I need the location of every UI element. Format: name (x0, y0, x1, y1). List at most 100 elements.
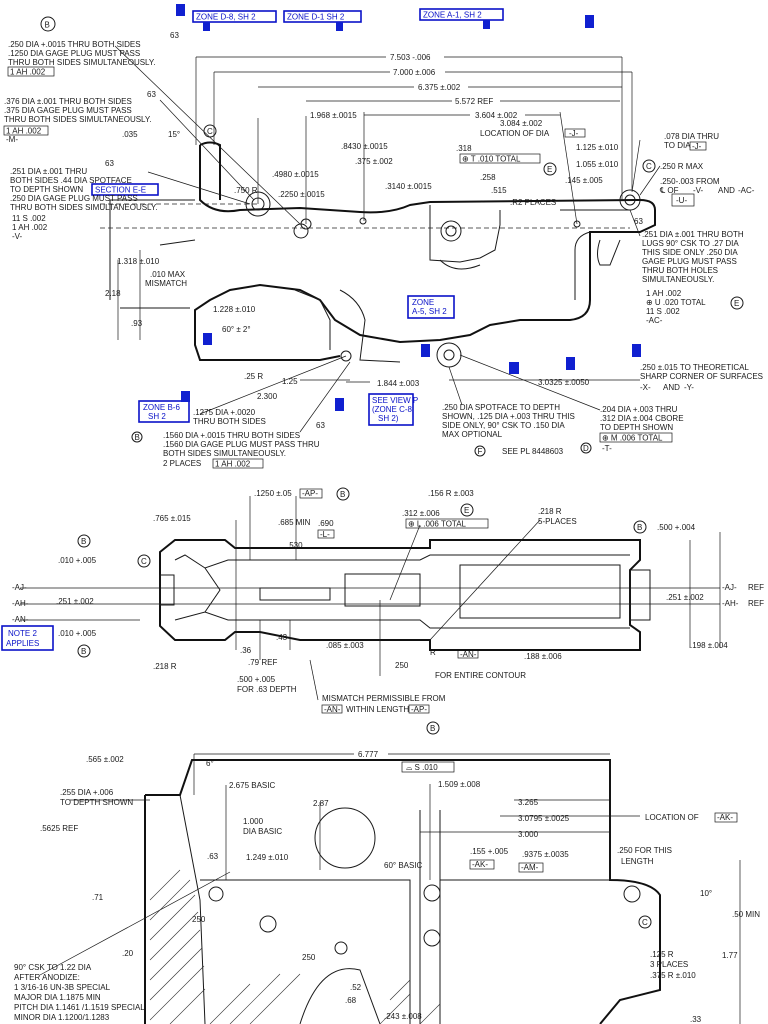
finish-63-c: 63 (105, 159, 114, 168)
section-ee-callout[interactable] (91, 183, 159, 196)
dim-085: .085 ±.003 (326, 641, 364, 650)
zone-callout-a1-label: ZONE A-1, SH 2 (423, 11, 482, 20)
datum-u: -U- (676, 196, 687, 205)
note-376-ref1: 1 AH .002 (6, 127, 42, 136)
datum-an-left: -AN- (12, 615, 29, 624)
dim-6375: 6.375 ±.002 (418, 83, 461, 92)
dim-5572: 5.572 REF (455, 97, 493, 106)
dim-9375: .9375 ±.0035 (522, 850, 569, 859)
note-2511-ref2: ⊕ U .020 TOTAL (646, 298, 706, 307)
note-2-callout[interactable] (1, 625, 54, 651)
datum-x: -X- (640, 383, 651, 392)
note-2511-6: SIMULTANEOUSLY. (642, 275, 714, 284)
note-204-ref1: ⊕ M .006 TOTAL (602, 434, 663, 443)
dim-156r: .156 R ±.003 (428, 489, 474, 498)
note-thread-5: PITCH DIA 1.1461 /1.1519 SPECIAL (14, 1003, 145, 1012)
callout-marker (566, 357, 575, 370)
part-outline-section (39, 754, 741, 1024)
dim-1228: 1.228 ±.010 (213, 305, 256, 314)
see-view-line1: SEE VIEW P (372, 396, 418, 405)
note-thread-2: AFTER ANODIZE: (14, 973, 80, 982)
dim-79ref: .79 REF (248, 658, 277, 667)
circle-letter: E (547, 165, 552, 174)
dim-1125: 1.125 ±.010 (576, 143, 619, 152)
note-1560-4: 2 PLACES (163, 459, 201, 468)
zone-callout-d8[interactable] (192, 10, 277, 23)
note-204-1: .204 DIA +.003 THRU (600, 405, 678, 414)
note-078-1: .078 DIA THRU (664, 132, 719, 141)
zone-a5-line1: ZONE (412, 298, 434, 307)
datum-aj-left: -AJ- (12, 583, 27, 592)
note-078-2: TO DIA (664, 141, 691, 150)
dim-312: .312 ±.006 (402, 509, 440, 518)
dim-43: .43 (276, 633, 288, 642)
dim-258: .258 (480, 173, 496, 182)
datum-j: -J- (569, 129, 579, 138)
dim-8430: .8430 ±.0015 (341, 142, 388, 151)
note-250015-3: AND (663, 383, 680, 392)
finish-250-a: 250 (192, 915, 206, 924)
note-thread-3: 1 3/16-16 UN-3B SPECIAL (14, 983, 111, 992)
note-251-ref3: -V- (12, 232, 23, 241)
note-2511-1: .251 DIA ±.001 THRU BOTH (642, 230, 744, 239)
note-251-ref2: 1 AH .002 (12, 223, 48, 232)
zone-callout-b6[interactable] (138, 400, 190, 423)
note-mismatch1: .010 MAX (150, 270, 186, 279)
dim-60basic: 60° BASIC (384, 861, 423, 870)
callout-marker-e (176, 4, 185, 16)
dim-63depth: FOR .63 DEPTH (237, 685, 297, 694)
circle-letter: B (340, 490, 345, 499)
dim-218r: .218 R (538, 507, 562, 516)
callout-marker (181, 391, 190, 402)
datum-ak-2: -AK- (472, 860, 488, 869)
dim-155: .155 +.005 (470, 847, 509, 856)
note-2501-3: SIDE ONLY, 90° CSK TO .150 DIA (442, 421, 565, 430)
finish-63-e: 63 (634, 217, 643, 226)
zone-b6-line2: SH 2 (148, 412, 166, 421)
note-251-line1: .251 DIA ±.001 THRU (10, 167, 87, 176)
dim-3084: 3.084 ±.002 (500, 119, 543, 128)
note-2-line1: NOTE 2 (8, 629, 37, 638)
note-250-003-1: .250-.003 FROM (660, 177, 720, 186)
datum-ac: -AC- (738, 186, 755, 195)
dim-218: 2.18 (105, 289, 121, 298)
zone-callout-d8-label: ZONE D-8, SH 2 (196, 13, 256, 22)
circle-letter: C (207, 127, 213, 136)
fcf-l-006: ⊕ L .006 TOTAL (408, 520, 467, 529)
part-outline-side (20, 496, 721, 701)
note-mismatch2: MISMATCH (145, 279, 187, 288)
zone-callout-a1[interactable] (419, 8, 504, 21)
note-376-line2: .375 DIA GAGE PLUG MUST PASS (4, 106, 132, 115)
see-view-p-callout[interactable] (368, 393, 414, 426)
dim-71: .71 (92, 893, 104, 902)
dim-1318: 1.318 ±.010 (117, 257, 160, 266)
finish-250: 250 (395, 661, 409, 670)
note-1560-3: BOTH SIDES SIMULTANEOUSLY. (163, 449, 286, 458)
dim-20: .20 (122, 949, 134, 958)
note-250-len-1: .250 FOR THIS (617, 846, 672, 855)
circle-letter: B (135, 433, 140, 442)
dim-6deg: 6° (206, 759, 214, 768)
zone-callout-a5[interactable] (407, 295, 455, 319)
circle-letter: B (430, 724, 435, 733)
dim-515: .515 (491, 186, 507, 195)
note-r2places: .R2 PLACES (510, 198, 556, 207)
dim-125r-1: .125 R (650, 950, 674, 959)
dim-2300: 2.300 (257, 392, 278, 401)
circle-letter: D (583, 444, 589, 453)
note-mismatch-1: MISMATCH PERMISSIBLE FROM (322, 694, 446, 703)
view-2-side: B .1250 ±.05 -AP- .156 R ±.003 .312 ±.00… (1, 487, 764, 735)
dim-765: .765 ±.015 (153, 514, 191, 523)
zone-callout-d1[interactable] (283, 10, 362, 23)
section-ee-label: SECTION E-E (95, 186, 146, 195)
dim-1055: 1.055 ±.010 (576, 160, 619, 169)
view-3-section: .565 ±.002 6° 6.777 ⌓ S .010 2.675 BASIC… (14, 750, 760, 1024)
note-2511-4: GAGE PLUG MUST PASS (642, 257, 737, 266)
callout-marker (632, 344, 641, 357)
section-hatch (149, 869, 441, 1024)
zone-a5-line2: A-5, SH 2 (412, 307, 447, 316)
dim-375r: .375 R ±.010 (650, 971, 696, 980)
datum-l: -L- (320, 530, 330, 539)
dim-30795: 3.0795 ±.0025 (518, 814, 570, 823)
datum-ah-right: -AH- (722, 599, 739, 608)
